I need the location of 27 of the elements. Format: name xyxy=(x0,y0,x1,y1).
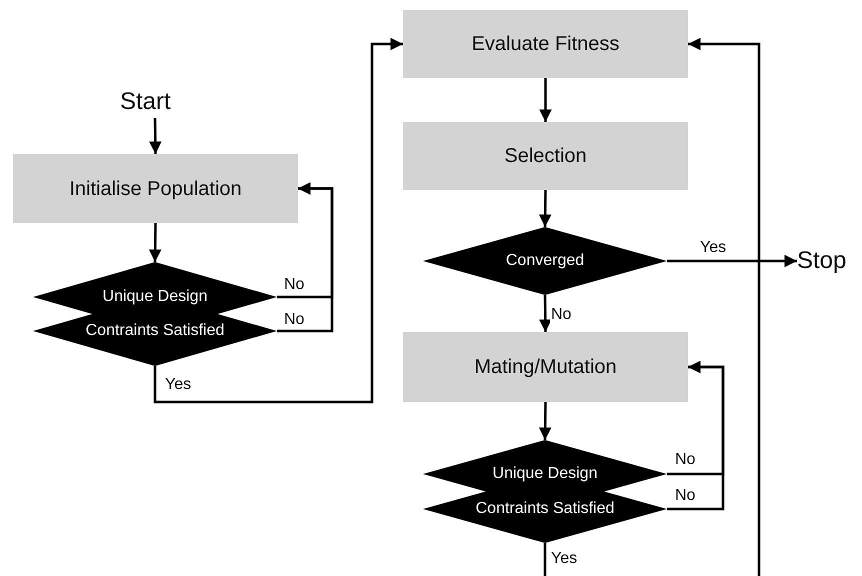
arrow xyxy=(277,182,334,332)
process-label: Mating/Mutation xyxy=(474,356,617,378)
arrow xyxy=(149,118,162,154)
arrow xyxy=(538,402,552,440)
process-label: Selection xyxy=(504,145,587,167)
arrow xyxy=(538,190,552,228)
arrow xyxy=(154,38,403,404)
decision-label: Converged xyxy=(506,252,584,270)
edge-label: No xyxy=(550,306,572,324)
process-box xyxy=(13,154,298,223)
terminal-label: Stop xyxy=(797,248,846,274)
arrow xyxy=(667,254,797,268)
decision-label: Contraints Satisfied xyxy=(86,322,224,340)
process-box xyxy=(403,332,688,402)
arrow xyxy=(667,360,724,510)
terminal-label: Start xyxy=(120,88,171,116)
arrow xyxy=(544,38,760,576)
decision-label: Unique Design xyxy=(492,465,598,483)
arrow xyxy=(148,222,162,262)
process-box xyxy=(403,10,688,78)
decision-label: Contraints Satisfied xyxy=(476,500,614,518)
arrow xyxy=(539,78,552,122)
process-label: Initialise Population xyxy=(69,178,242,200)
process-label: Evaluate Fitness xyxy=(472,33,620,55)
decision-label: Unique Design xyxy=(102,288,208,306)
process-box xyxy=(403,122,688,190)
arrow xyxy=(539,294,552,332)
